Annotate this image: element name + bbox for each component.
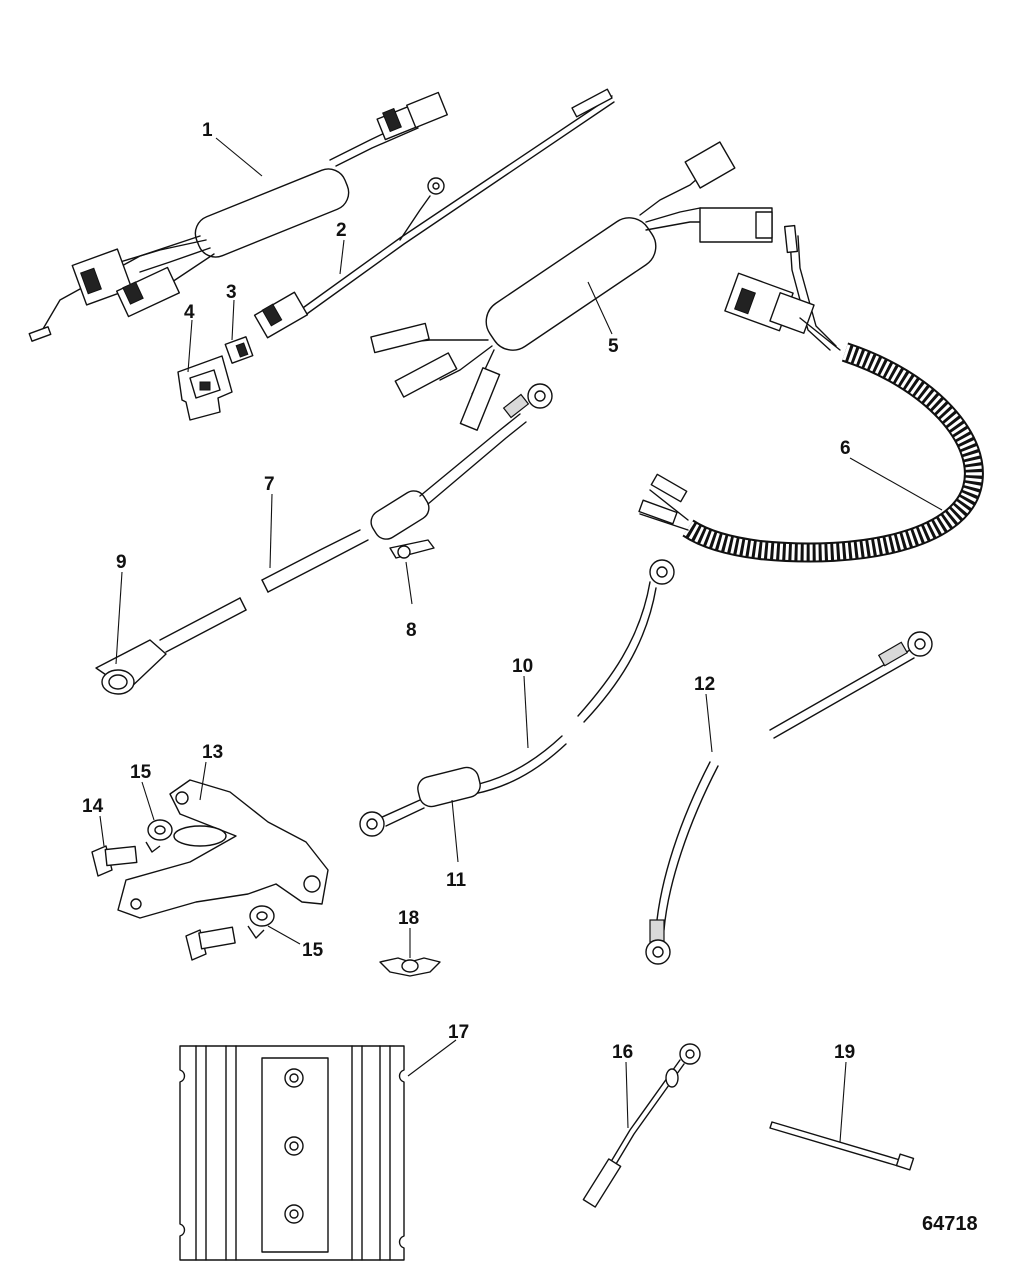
- callout-2: 2: [336, 220, 347, 241]
- part-9-cable-end: [95, 597, 247, 695]
- callout-17: 17: [448, 1022, 469, 1043]
- part-15-washer: [145, 819, 275, 939]
- part-3-fuse: [224, 336, 254, 364]
- part-10-cable: [359, 559, 675, 837]
- callout-13: 13: [202, 742, 223, 763]
- callout-1: 1: [202, 120, 213, 141]
- part-7-cable: [261, 383, 553, 593]
- part-18-wing-nut: [379, 957, 441, 977]
- callout-labels: 1 2 3 4 5 6 7 8 9 10 11 12 13 14 15 15 1…: [82, 120, 978, 1235]
- callout-8: 8: [406, 620, 417, 641]
- part-1-harness: [28, 91, 448, 342]
- part-17-plate: [179, 1045, 405, 1261]
- part-2-lead: [253, 88, 615, 339]
- callout-18: 18: [398, 908, 419, 929]
- callout-10: 10: [512, 656, 533, 677]
- part-6-harness: [638, 224, 984, 563]
- part-14-bolt: [91, 845, 138, 877]
- callout-5: 5: [608, 336, 619, 357]
- part-19-cable-tie: [769, 1121, 915, 1171]
- part-14-bolt-lower: [185, 926, 236, 961]
- callout-6: 6: [840, 438, 851, 459]
- callout-3: 3: [226, 282, 237, 303]
- leader-lines: [99, 137, 943, 1143]
- part-13-bracket: [117, 779, 329, 919]
- callout-9: 9: [116, 552, 127, 573]
- callout-19: 19: [834, 1042, 855, 1063]
- part-12-cable: [645, 631, 933, 965]
- callout-7: 7: [264, 474, 275, 495]
- callout-4: 4: [184, 302, 195, 323]
- part-5-harness: [370, 141, 773, 431]
- callout-15a: 15: [130, 762, 152, 783]
- callout-16: 16: [612, 1042, 633, 1063]
- callout-14: 14: [82, 796, 104, 817]
- callout-12: 12: [694, 674, 715, 695]
- part-4-fuse-holder: [177, 355, 233, 421]
- part-8-terminal: [389, 539, 435, 559]
- part-16-sensor: [582, 1043, 701, 1208]
- figure-number: 64718: [922, 1213, 978, 1235]
- callout-11: 11: [446, 870, 467, 891]
- callout-15b: 15: [302, 940, 324, 961]
